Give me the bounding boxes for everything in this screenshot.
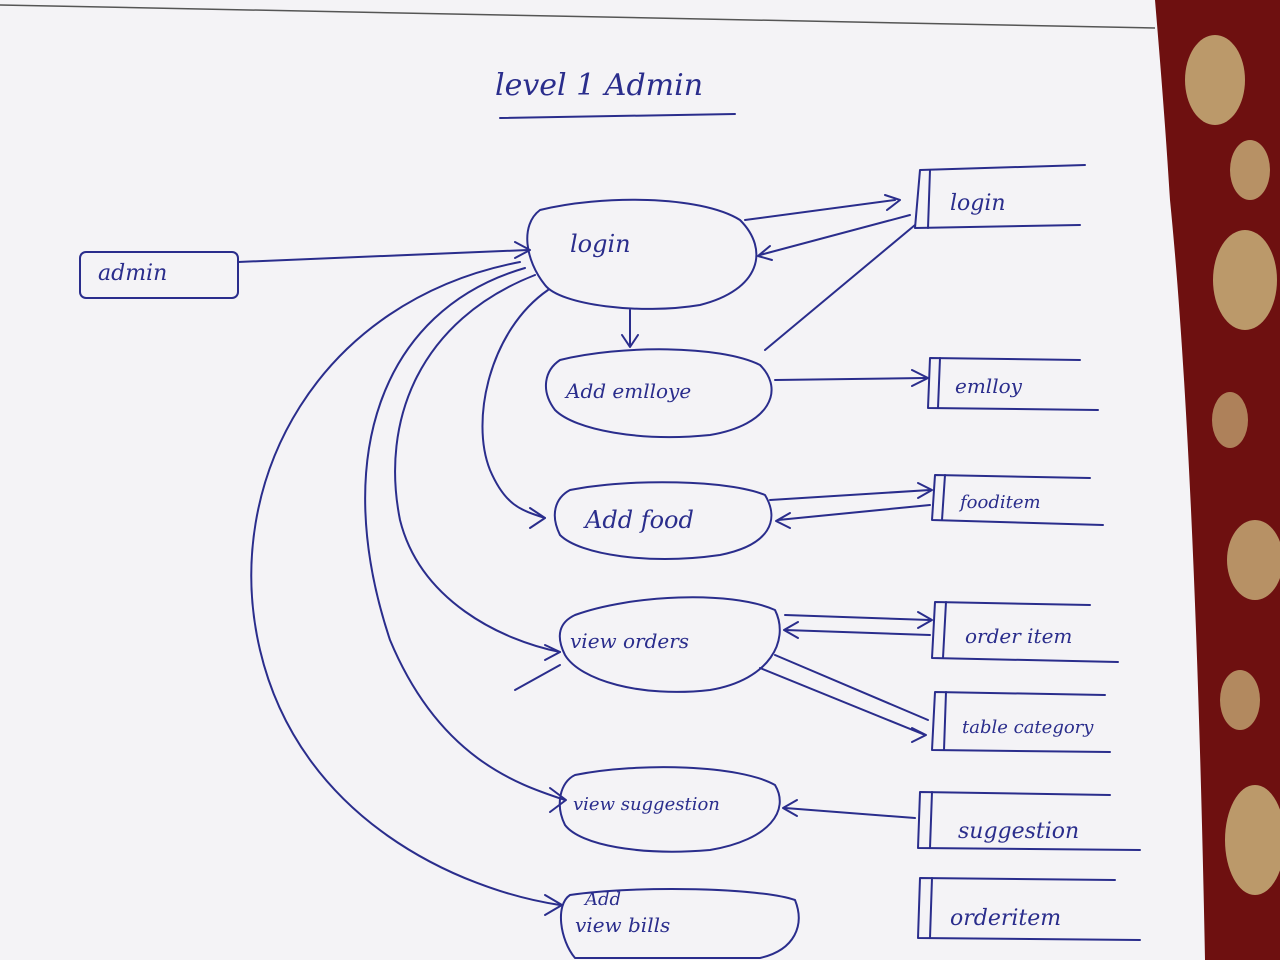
flow-store-to-food bbox=[777, 504, 931, 521]
datastore-fooditem: fooditem bbox=[931, 474, 1104, 526]
process-view-suggestion: view suggestion bbox=[558, 766, 781, 853]
datastore-employ: emlloy bbox=[927, 357, 1099, 411]
paper-edge bbox=[0, 4, 1156, 29]
arrowhead bbox=[917, 482, 933, 499]
datastore-label: login bbox=[950, 191, 1006, 216]
process-label-line1: Add bbox=[583, 889, 621, 910]
external-entity-admin: admin bbox=[79, 251, 239, 299]
flow-employee-store bbox=[774, 377, 926, 381]
flow-login-to-store bbox=[744, 199, 896, 221]
flow-login-add-food bbox=[481, 289, 549, 519]
process-label: view suggestion bbox=[573, 794, 720, 815]
process-label-line2: view bills bbox=[575, 913, 670, 937]
arrowhead bbox=[757, 245, 773, 261]
arrowhead bbox=[514, 644, 561, 691]
arrowhead bbox=[884, 194, 901, 211]
datastore-login: login bbox=[914, 164, 1086, 229]
process-view-bills: Add view bills bbox=[559, 888, 800, 959]
datastore-orderitem: orderitem bbox=[917, 877, 1141, 941]
process-label: Add food bbox=[583, 506, 694, 534]
arrowhead bbox=[514, 241, 531, 259]
background-carpet bbox=[1155, 0, 1280, 960]
process-view-orders: view orders bbox=[558, 596, 781, 693]
datastore-table-category: table category bbox=[931, 691, 1111, 753]
external-entity-label: admin bbox=[98, 261, 167, 286]
flow-orders-to-table bbox=[774, 654, 929, 721]
flow-suggestion-to-view bbox=[784, 807, 916, 819]
arrowhead bbox=[911, 369, 929, 387]
process-label: view orders bbox=[570, 629, 689, 653]
arrowhead bbox=[775, 512, 791, 529]
arrowhead bbox=[917, 611, 933, 629]
process-add-employee: Add emlloye bbox=[545, 348, 773, 438]
datastore-label: emlloy bbox=[955, 374, 1023, 398]
flow-orders-to-orderitem bbox=[784, 614, 931, 621]
flow-login-view-orders bbox=[394, 274, 561, 653]
flow-orderitem-to-orders bbox=[784, 629, 931, 636]
process-label: login bbox=[570, 230, 631, 258]
flow-table-to-orders bbox=[759, 667, 926, 736]
arrowhead bbox=[782, 799, 798, 817]
datastore-label: suggestion bbox=[958, 819, 1079, 844]
arrowhead bbox=[529, 507, 546, 529]
datastore-label: table category bbox=[962, 717, 1094, 738]
datastore-label: order item bbox=[965, 624, 1072, 648]
arrowhead bbox=[544, 894, 563, 916]
datastore-order-item: order item bbox=[931, 601, 1119, 663]
datastore-suggestion: suggestion bbox=[917, 791, 1141, 851]
process-label: Add emlloye bbox=[564, 379, 691, 403]
process-login: login bbox=[526, 198, 758, 310]
datastore-label: fooditem bbox=[958, 492, 1041, 513]
flow-food-to-store bbox=[769, 489, 931, 501]
flow-employee-to-login-store bbox=[764, 224, 916, 351]
flow-admin-login bbox=[237, 249, 529, 263]
arrowhead bbox=[621, 334, 639, 348]
arrowhead bbox=[549, 787, 567, 813]
flow-store-to-login bbox=[759, 214, 911, 256]
arrowhead bbox=[783, 621, 799, 639]
process-add-food: Add food bbox=[553, 481, 773, 560]
diagram-title: level 1 Admin bbox=[495, 68, 703, 103]
flow-login-view-bills bbox=[250, 261, 561, 906]
datastore-label: orderitem bbox=[950, 906, 1061, 931]
title-underline bbox=[499, 113, 736, 119]
flow-login-view-suggestion bbox=[364, 267, 566, 801]
arrowhead bbox=[911, 727, 927, 743]
